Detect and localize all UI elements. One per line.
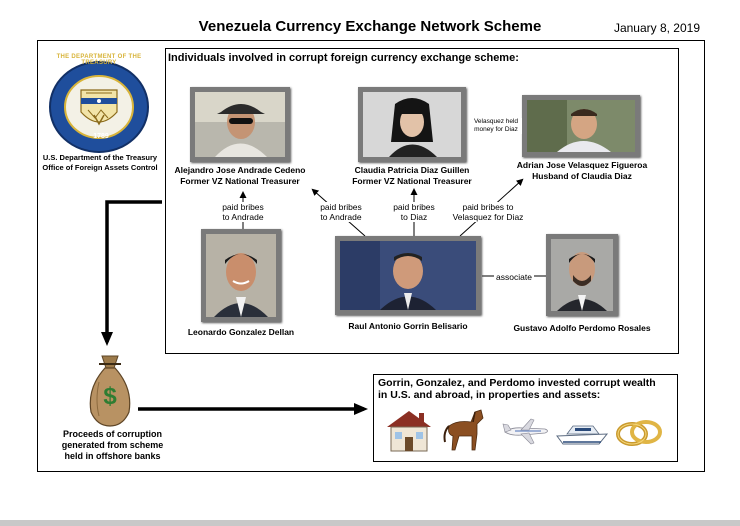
yacht-icon (555, 420, 609, 446)
person-diaz-icon (363, 92, 461, 157)
photo-diaz (358, 87, 466, 162)
agency-caption-line1: U.S. Department of the Treasury (42, 153, 158, 162)
individuals-panel (165, 48, 679, 354)
house-icon (383, 407, 435, 453)
arrow-panel-to-proceeds (101, 200, 162, 346)
person-gorrin-icon (340, 241, 476, 310)
photo-perdomo (546, 234, 618, 316)
proceeds-caption: Proceeds of corruption generated from sc… (61, 429, 164, 461)
date-label: January 8, 2019 (613, 21, 700, 35)
name-gorrin: Raul Antonio Gorrin Belisario (348, 321, 468, 331)
label-held-money: Velasquez held money for Diaz (470, 118, 522, 134)
name-andrade: Alejandro Jose Andrade Cedeno Former VZ … (174, 165, 306, 186)
bottom-rule (0, 520, 740, 526)
label-gorrin-andrade: paid bribes to Andrade (311, 202, 371, 222)
label-gonzalez-bribe: paid bribes to Andrade (213, 202, 273, 222)
seal-year: 1789 (93, 133, 109, 140)
flow-arrows (101, 200, 368, 415)
label-gorrin-velasquez: paid bribes to Velasquez for Diaz (447, 202, 529, 222)
photo-gorrin (335, 236, 481, 315)
name-gonzalez: Leonardo Gonzalez Dellan (187, 327, 295, 337)
name-perdomo: Gustavo Adolfo Perdomo Rosales (513, 323, 651, 333)
rings-icon (614, 416, 664, 448)
person-perdomo-icon (551, 239, 613, 311)
label-gorrin-diaz: paid bribes to Diaz (385, 202, 443, 222)
person-velasquez-icon (527, 100, 635, 152)
jet-icon (501, 416, 551, 446)
name-diaz: Claudia Patricia Diaz Guillen Former VZ … (352, 165, 472, 186)
dollar-sign: $ (103, 383, 117, 410)
assets-panel (373, 374, 678, 462)
label-associate: associate (494, 272, 534, 282)
individuals-heading: Individuals involved in corrupt foreign … (168, 52, 519, 64)
horse-icon (437, 404, 489, 456)
agency-caption-line2: Office of Foreign Assets Control (42, 162, 158, 172)
seal-text-top: THE DEPARTMENT OF THE TREASURY (56, 54, 142, 66)
photo-andrade (190, 87, 290, 162)
treasury-seal-icon (49, 61, 149, 153)
treasury-seal (48, 60, 150, 154)
person-andrade-icon (195, 92, 285, 157)
assets-heading: Gorrin, Gonzalez, and Perdomo invested c… (378, 377, 656, 401)
page-title: Venezuela Currency Exchange Network Sche… (198, 18, 542, 35)
name-velasquez: Adrian Jose Velasquez Figueroa Husband o… (516, 160, 648, 181)
money-bag (85, 352, 135, 427)
photo-gonzalez (201, 229, 281, 322)
agency-caption: U.S. Department of the Treasury Office o… (30, 153, 170, 172)
money-bag-icon (89, 355, 131, 427)
outer-frame (37, 40, 705, 472)
person-gonzalez-icon (206, 234, 276, 317)
photo-velasquez (522, 95, 640, 157)
